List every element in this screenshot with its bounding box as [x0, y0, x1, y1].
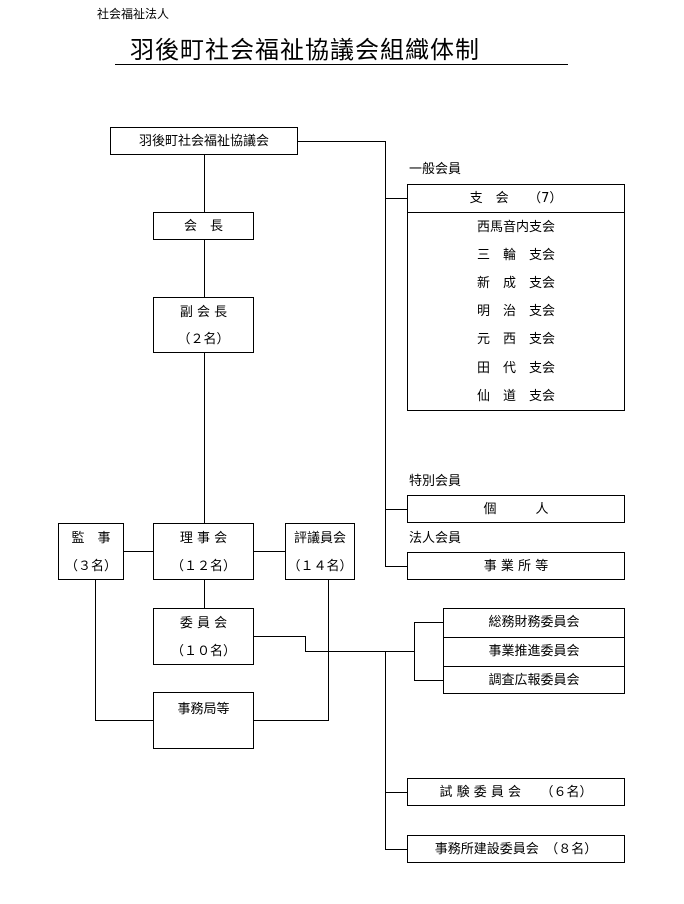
exam-committee-box: 試 験 委 員 会 （６名）	[407, 778, 625, 806]
connector	[305, 636, 306, 651]
standing-committees-box: 総務財務委員会 事業推進委員会 調査広報委員会	[443, 608, 625, 694]
exam-committee-label: 試 験 委 員 会 （６名）	[439, 785, 593, 800]
general-members-label: 一般会員	[409, 162, 462, 177]
special-members-box: 個 人	[407, 495, 625, 523]
connector	[204, 240, 205, 297]
branch-item: 三 輪 支会	[476, 248, 555, 263]
committee-label: 委 員 会	[179, 616, 228, 631]
branches-divider	[408, 212, 624, 213]
connector	[95, 720, 153, 721]
secretariat-label: 事務局等	[177, 702, 230, 717]
council-label: 羽後町社会福祉協議会	[138, 134, 269, 149]
standing-committee: 調査広報委員会	[488, 673, 580, 688]
directors-count: （１２名）	[170, 559, 236, 574]
connector	[414, 680, 443, 681]
connector	[204, 580, 205, 608]
branch-item: 明 治 支会	[476, 304, 555, 319]
directors-label: 理 事 会	[179, 531, 228, 546]
auditor-label: 監 事	[71, 531, 111, 546]
branch-item: 西馬音内支会	[476, 220, 555, 235]
secretariat-box: 事務局等	[153, 692, 254, 749]
branch-item: 田 代 支会	[476, 361, 555, 376]
standing-divider	[444, 637, 624, 638]
connector	[385, 849, 407, 850]
corporate-members-item: 事 業 所 等	[483, 559, 549, 574]
branch-item: 元 西 支会	[476, 332, 555, 347]
connector	[95, 580, 96, 720]
corporate-members-box: 事 業 所 等	[407, 552, 625, 580]
connector	[385, 509, 407, 510]
standing-committee: 事業推進委員会	[488, 644, 580, 659]
standing-committee: 総務財務委員会	[488, 615, 580, 630]
special-members-item: 個 人	[483, 502, 549, 517]
directors-box: 理 事 会 （１２名）	[153, 523, 254, 580]
connector	[204, 155, 205, 212]
connector	[385, 651, 386, 849]
auditor-count: （３名）	[64, 559, 117, 574]
title-underline	[115, 64, 568, 65]
connector	[385, 566, 407, 567]
connector	[298, 141, 386, 142]
page-title: 羽後町社会福祉協議会組織体制	[130, 36, 480, 64]
connector	[254, 720, 329, 721]
connector	[414, 622, 415, 680]
branches-box: 支 会 （7） 西馬音内支会 三 輪 支会 新 成 支会 明 治 支会 元 西 …	[407, 184, 625, 411]
connector	[124, 551, 153, 552]
auditor-box: 監 事 （３名）	[58, 523, 124, 580]
councilors-count: （１４名）	[287, 559, 353, 574]
connector	[305, 651, 415, 652]
connector	[385, 141, 386, 566]
connector	[254, 551, 285, 552]
councilors-box: 評議員会 （１４名）	[285, 523, 355, 580]
building-committee-box: 事務所建設委員会 （８名）	[407, 835, 625, 863]
chairman-box: 会 長	[153, 212, 254, 240]
connector	[328, 580, 329, 720]
connector	[385, 792, 407, 793]
standing-divider	[444, 666, 624, 667]
corp-type-label: 社会福祉法人	[97, 7, 170, 21]
special-members-label: 特別会員	[409, 474, 462, 489]
connector	[254, 636, 306, 637]
branch-item: 新 成 支会	[476, 276, 555, 291]
connector	[385, 198, 407, 199]
council-box: 羽後町社会福祉協議会	[110, 127, 298, 155]
building-committee-label: 事務所建設委員会 （８名）	[434, 842, 598, 857]
chairman-label: 会 長	[183, 219, 223, 234]
branch-item: 仙 道 支会	[476, 389, 555, 404]
vice-chairman-label: 副 会 長	[179, 305, 228, 320]
branches-header: 支 会 （7）	[469, 191, 563, 206]
vice-chairman-count: （２名）	[177, 332, 230, 347]
vice-chairman-box: 副 会 長 （２名）	[153, 297, 254, 353]
committee-count: （１０名）	[170, 644, 236, 659]
connector	[204, 353, 205, 523]
corporate-members-label: 法人会員	[409, 531, 462, 546]
connector	[414, 622, 443, 623]
councilors-label: 評議員会	[293, 531, 346, 546]
committee-box: 委 員 会 （１０名）	[153, 608, 254, 665]
